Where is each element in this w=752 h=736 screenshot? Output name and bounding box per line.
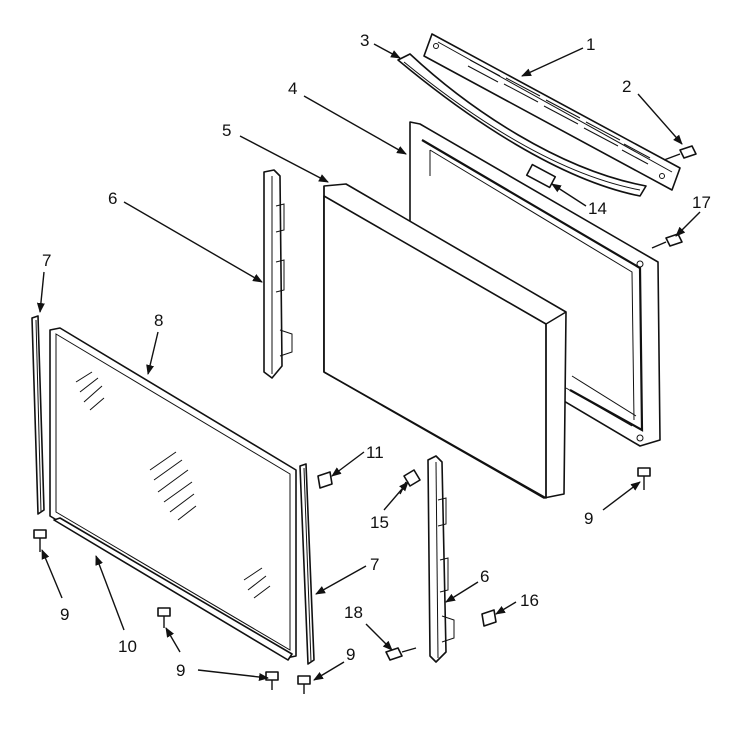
glass-reflection-marks [75, 371, 271, 599]
screw-part-9-center [157, 607, 171, 628]
screw-part-17 [651, 233, 683, 249]
callout-9-right: 9 [584, 509, 593, 528]
callout-6-upper: 6 [108, 189, 117, 208]
callout-1: 1 [586, 35, 595, 54]
callout-7-right: 7 [370, 555, 379, 574]
callout-4: 4 [288, 79, 297, 98]
part-insulation [323, 183, 567, 499]
part-hinge-channel-upper [263, 169, 293, 379]
screw-part-15 [399, 469, 421, 495]
callout-8: 8 [154, 311, 163, 330]
part-hinge-channel-lower [427, 455, 455, 663]
part-door-glass [49, 327, 297, 659]
callout-9-left: 9 [60, 605, 69, 624]
callout-11: 11 [366, 443, 384, 462]
screw-part-18 [385, 647, 417, 661]
callout-6-lower: 6 [480, 567, 489, 586]
callout-17: 17 [692, 193, 711, 212]
callout-7-left: 7 [42, 251, 51, 270]
screw-part-9-right [637, 467, 651, 490]
screw-part-9-bottom-a [265, 671, 279, 690]
part-side-trim-left [31, 315, 45, 515]
callout-3: 3 [360, 31, 369, 50]
screw-part-2 [663, 145, 697, 161]
callout-9-bottom: 9 [346, 645, 355, 664]
screw-part-9-bottom-b [297, 675, 311, 694]
part-inner-door-frame [409, 121, 661, 447]
part-bottom-trim [53, 517, 293, 661]
screw-part-9-left [33, 529, 47, 552]
part-vent-trim [423, 33, 681, 191]
callout-18: 18 [344, 603, 363, 622]
callout-16: 16 [520, 591, 539, 610]
part-door-handle [397, 53, 647, 197]
callout-5: 5 [222, 121, 231, 140]
callout-15: 15 [370, 513, 389, 532]
part-side-trim-right [299, 463, 315, 665]
clip-part-11 [317, 471, 333, 489]
clip-part-16 [481, 609, 497, 627]
callout-2: 2 [622, 77, 631, 96]
callout-14: 14 [588, 199, 607, 218]
callout-10: 10 [118, 637, 137, 656]
callout-labels: 1 2 3 4 5 6 6 7 7 8 9 9 9 9 10 11 14 15 … [42, 31, 711, 680]
leader-lines [36, 43, 701, 681]
callout-9-center: 9 [176, 661, 185, 680]
